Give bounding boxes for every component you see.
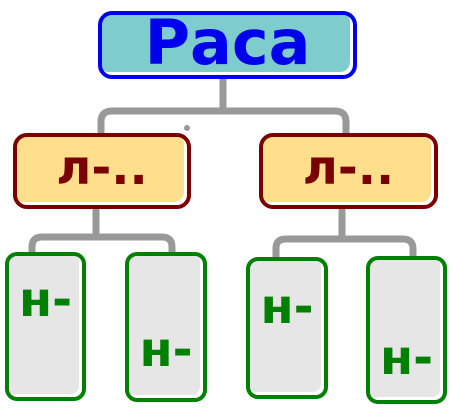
leaf-node-1-label: н- bbox=[18, 272, 73, 328]
root-node-label: Раса bbox=[144, 6, 311, 79]
branch-node-left-label: л-.. bbox=[56, 140, 148, 196]
leaf-node-2-label: н- bbox=[139, 322, 193, 378]
branch-node-right-label: л-.. bbox=[302, 140, 395, 196]
leaf-node-2: н- bbox=[125, 252, 207, 402]
branch-node-left: л-.. bbox=[13, 133, 191, 209]
connector-root-branch bbox=[97, 107, 350, 140]
connector-dot bbox=[184, 125, 190, 131]
leaf-node-3-label: н- bbox=[260, 279, 314, 335]
root-node: Раса bbox=[98, 11, 357, 79]
connector-right-branch bbox=[272, 235, 417, 260]
leaf-node-4-label: н- bbox=[379, 330, 434, 386]
leaf-node-3: н- bbox=[246, 257, 328, 399]
connector-left-branch bbox=[28, 233, 176, 256]
leaf-node-4: н- bbox=[366, 256, 447, 404]
leaf-node-1: н- bbox=[5, 252, 86, 401]
branch-node-right: л-.. bbox=[259, 133, 438, 209]
